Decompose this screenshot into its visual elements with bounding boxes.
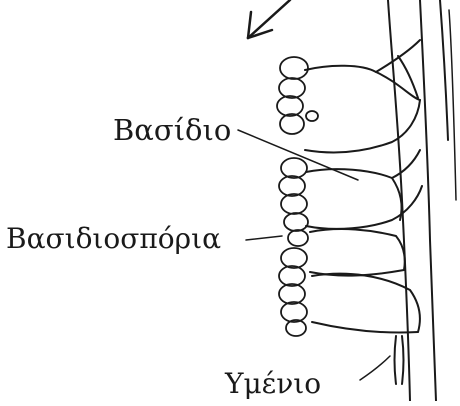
basidium-middle [306,150,422,229]
label-basidiospores: Βασιδιοσπόρια [6,222,221,255]
spore-cluster-middle [279,158,308,246]
basidium-top [305,40,420,152]
hymenium-wall [395,336,404,384]
label-hymenio: Υμένιο [225,367,321,400]
arrow-icon [248,0,290,38]
spore-cluster-bottom [279,248,307,336]
basidium-lower [310,229,405,276]
label-basidio: Βασίδιο [113,113,231,147]
hyphae-strands [388,0,456,401]
leader-line-hymenio [360,356,390,380]
leader-line-basidiospores [246,236,282,240]
basidium-bottom [312,274,420,333]
leader-line-basidio [238,130,358,180]
